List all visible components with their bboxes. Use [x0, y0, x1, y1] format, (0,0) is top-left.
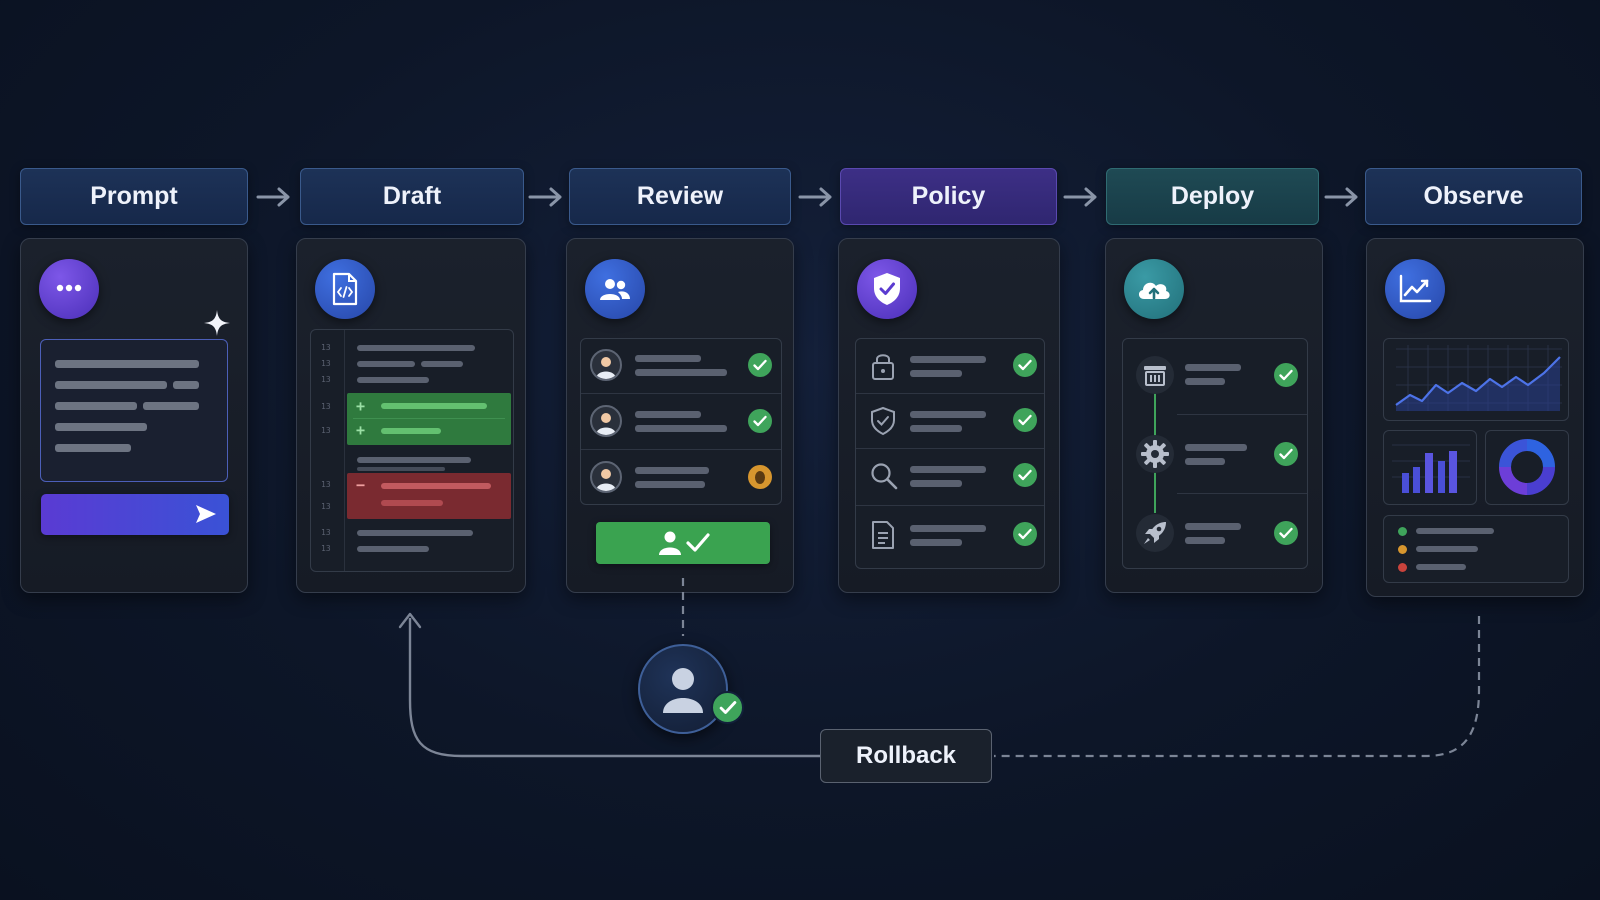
line-number: 13 — [321, 502, 331, 511]
legend-dot-warning — [1398, 545, 1407, 554]
approved-check-icon — [748, 409, 772, 433]
flow-arrow-icon — [528, 187, 562, 207]
send-icon — [196, 505, 216, 523]
code-file-icon — [315, 259, 375, 319]
metrics-line-chart — [1383, 338, 1569, 421]
stage-header-observe: Observe — [1365, 168, 1582, 225]
chat-bubble-icon — [39, 259, 99, 319]
approved-check-icon — [1013, 353, 1037, 377]
added-sign: + — [356, 397, 366, 415]
document-icon — [872, 521, 894, 549]
code-diff-panel: 13 13 13 13 13 13 13 13 13 + + − — [310, 329, 514, 572]
line-number: 13 — [321, 375, 331, 384]
removed-lines-block: − — [347, 473, 511, 519]
legend-dot-success — [1398, 527, 1407, 536]
added-lines-block: + + — [347, 393, 511, 445]
deploy-card — [1105, 238, 1323, 593]
added-sign: + — [356, 421, 366, 439]
flow-arrow-icon — [1324, 187, 1358, 207]
line-number: 13 — [321, 402, 331, 411]
stage-label-draft: Draft — [382, 182, 442, 210]
approved-check-icon — [1274, 363, 1298, 387]
sparkle-icon — [204, 310, 230, 336]
shield-icon — [871, 406, 895, 436]
cloud-upload-icon — [1124, 259, 1184, 319]
stage-header-review: Review — [569, 168, 791, 225]
user-approve-icon — [659, 531, 710, 555]
user-icon — [663, 668, 703, 713]
observe-card — [1366, 238, 1584, 597]
legend-dot-error — [1398, 563, 1407, 572]
draft-card: 13 13 13 13 13 13 13 13 13 + + − — [296, 238, 526, 593]
reviewer-avatar — [590, 405, 622, 437]
stage-header-draft: Draft — [300, 168, 524, 225]
line-number: 13 — [321, 528, 331, 537]
stage-label-deploy: Deploy — [1170, 182, 1255, 210]
approve-button[interactable] — [596, 522, 770, 564]
review-card — [566, 238, 794, 593]
shield-check-icon — [857, 259, 917, 319]
line-number: 13 — [321, 426, 331, 435]
flow-arrow-icon — [256, 187, 290, 207]
metrics-legend — [1383, 515, 1569, 583]
trend-chart-icon — [1385, 259, 1445, 319]
reviewer-avatar — [590, 349, 622, 381]
search-icon — [871, 463, 898, 490]
approved-check-icon — [1013, 463, 1037, 487]
users-icon — [585, 259, 645, 319]
policy-check-list — [855, 338, 1045, 569]
stage-label-prompt: Prompt — [90, 182, 178, 210]
reviewer-list — [580, 338, 782, 505]
stage-label-policy: Policy — [911, 182, 986, 210]
human-approver-avatar — [638, 644, 728, 734]
approved-check-icon — [1274, 521, 1298, 545]
stage-header-policy: Policy — [840, 168, 1057, 225]
line-number: 13 — [321, 359, 331, 368]
metrics-bar-chart — [1383, 430, 1477, 505]
deploy-step-list — [1122, 338, 1308, 569]
metrics-donut-chart — [1485, 430, 1569, 505]
approved-check-icon — [711, 691, 744, 724]
stage-header-deploy: Deploy — [1106, 168, 1319, 225]
prompt-text-area[interactable] — [40, 339, 228, 482]
policy-card — [838, 238, 1060, 593]
rollback-label: Rollback — [855, 742, 957, 769]
reviewer-avatar — [590, 461, 622, 493]
removed-sign: − — [356, 476, 366, 494]
approved-check-icon — [1013, 408, 1037, 432]
server-icon — [1136, 356, 1174, 394]
flow-arrow-icon — [1063, 187, 1097, 207]
prompt-card — [20, 238, 248, 593]
stage-label-review: Review — [636, 182, 724, 210]
stage-label-observe: Observe — [1423, 182, 1524, 210]
approved-check-icon — [748, 353, 772, 377]
line-number: 13 — [321, 544, 331, 553]
approved-check-icon — [1274, 442, 1298, 466]
rollback-node: Rollback — [820, 729, 992, 783]
stage-header-prompt: Prompt — [20, 168, 248, 225]
send-button[interactable] — [41, 494, 229, 535]
flow-arrow-icon — [798, 187, 832, 207]
pending-status-icon — [748, 465, 772, 489]
line-number: 13 — [321, 480, 331, 489]
rocket-icon — [1136, 514, 1174, 552]
approved-check-icon — [1013, 522, 1037, 546]
lock-icon — [872, 354, 894, 380]
line-number: 13 — [321, 343, 331, 352]
gear-icon — [1136, 435, 1174, 473]
